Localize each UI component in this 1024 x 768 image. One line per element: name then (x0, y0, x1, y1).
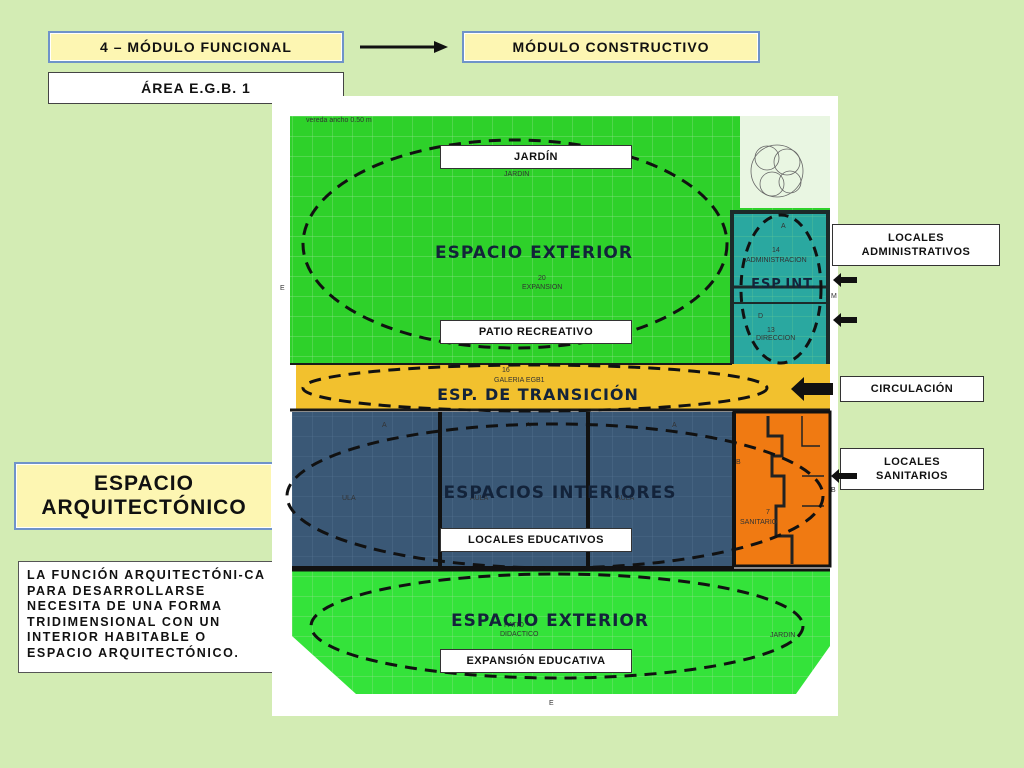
sanitary-rooms-line1: LOCALES (883, 456, 941, 468)
admin-rooms-line2: ADMINISTRATIVOS (861, 246, 971, 258)
plan-letter-a-admin: A (781, 223, 786, 230)
plan-letter-e-left: E (280, 285, 285, 292)
description-text: LA FUNCIÓN ARQUITECTÓNI-CA PARA DESARROL… (18, 561, 280, 673)
plan-letter-d: D (758, 313, 763, 320)
architectural-space-line2: ARQUITECTÓNICO (41, 496, 247, 519)
exterior-top-title: ESPACIO EXTERIOR (435, 243, 633, 263)
plan-direction-text: DIRECCION (756, 335, 795, 342)
plan-garden-text: JARDIN (504, 171, 529, 178)
plan-sanitary-num: 7 (766, 509, 770, 516)
exterior-bottom-title: ESPACIO EXTERIOR (451, 611, 649, 631)
interiors-title: ESPACIOS INTERIORES (444, 483, 677, 503)
architectural-space-box: ESPACIO ARQUITECTÓNICO (14, 462, 274, 530)
plan-letter-b-left: B (736, 459, 741, 466)
plan-direction-num: 13 (767, 327, 775, 334)
tree-icon (750, 144, 804, 198)
educational-expansion-label: EXPANSIÓN EDUCATIVA (440, 649, 632, 673)
recreation-patio-label: PATIO RECREATIVO (440, 320, 632, 344)
sanitary-rooms-label: LOCALES SANITARIOS (840, 448, 984, 490)
educational-rooms-label: LOCALES EDUCATIVOS (440, 528, 632, 552)
plan-sidewalk-text: vereda ancho 0.50 m (306, 117, 372, 124)
plan-letter-a-1: A (382, 422, 387, 429)
plan-sanitary-text: SANITARIO (740, 519, 778, 526)
arrow-left-icon (833, 273, 857, 287)
transition-title: ESP. DE TRANSICIÓN (437, 385, 639, 404)
exterior-bottom-ellipse (309, 572, 805, 680)
plan-classroom-3: AULA (616, 495, 635, 502)
floor-plan: vereda ancho 0.50 m JARDIN 20 EXPANSION … (272, 96, 838, 716)
arrow-left-icon (833, 313, 857, 327)
functional-module-title: 4 – MÓDULO FUNCIONAL (48, 31, 344, 63)
arrow-right-icon (360, 41, 448, 53)
plan-patio-text: PATIO (504, 622, 525, 629)
transition-ellipse (301, 363, 769, 413)
exterior-top-ellipse (301, 138, 729, 350)
plan-classroom-2: AULA (470, 495, 489, 502)
admin-block (730, 210, 830, 368)
plan-admin-text: ADMINISTRACION (746, 257, 807, 264)
plan-gallery-num: 16 (502, 367, 510, 374)
plan-letter-e-bottom: E (549, 700, 554, 707)
constructive-module-title: MÓDULO CONSTRUCTIVO (462, 31, 760, 63)
plan-expansion-text: EXPANSION (522, 284, 562, 291)
architectural-space-line1: ESPACIO (94, 472, 194, 495)
plan-classroom-1: ULA (342, 495, 356, 502)
sanitary-rooms-line2: SANITARIOS (875, 470, 949, 482)
garden-label: JARDÍN (440, 145, 632, 169)
plan-didactic-text: DIDACTICO (500, 631, 539, 638)
plan-letter-m: M (831, 293, 837, 300)
plan-expansion-num: 20 (538, 275, 546, 282)
arrow-left-icon (791, 377, 833, 401)
circulation-label: CIRCULACIÓN (840, 376, 984, 402)
arrow-left-icon (831, 469, 857, 483)
plan-gallery-text: GALERIA EGB1 (494, 377, 545, 384)
admin-rooms-label: LOCALES ADMINISTRATIVOS (832, 224, 1000, 266)
interior-small-title: ESP.INT. (751, 277, 817, 292)
interior-small-ellipse (739, 213, 823, 365)
plan-letter-b-right: B (831, 487, 836, 494)
admin-rooms-line1: LOCALES (887, 232, 945, 244)
exterior-bottom-zone (292, 568, 830, 694)
plan-letter-a-3: A (672, 422, 677, 429)
sanitary-block (732, 410, 832, 568)
plan-garden-bottom-text: JARDIN (770, 632, 795, 639)
interiors-ellipse (285, 422, 825, 570)
plan-admin-num: 14 (772, 247, 780, 254)
